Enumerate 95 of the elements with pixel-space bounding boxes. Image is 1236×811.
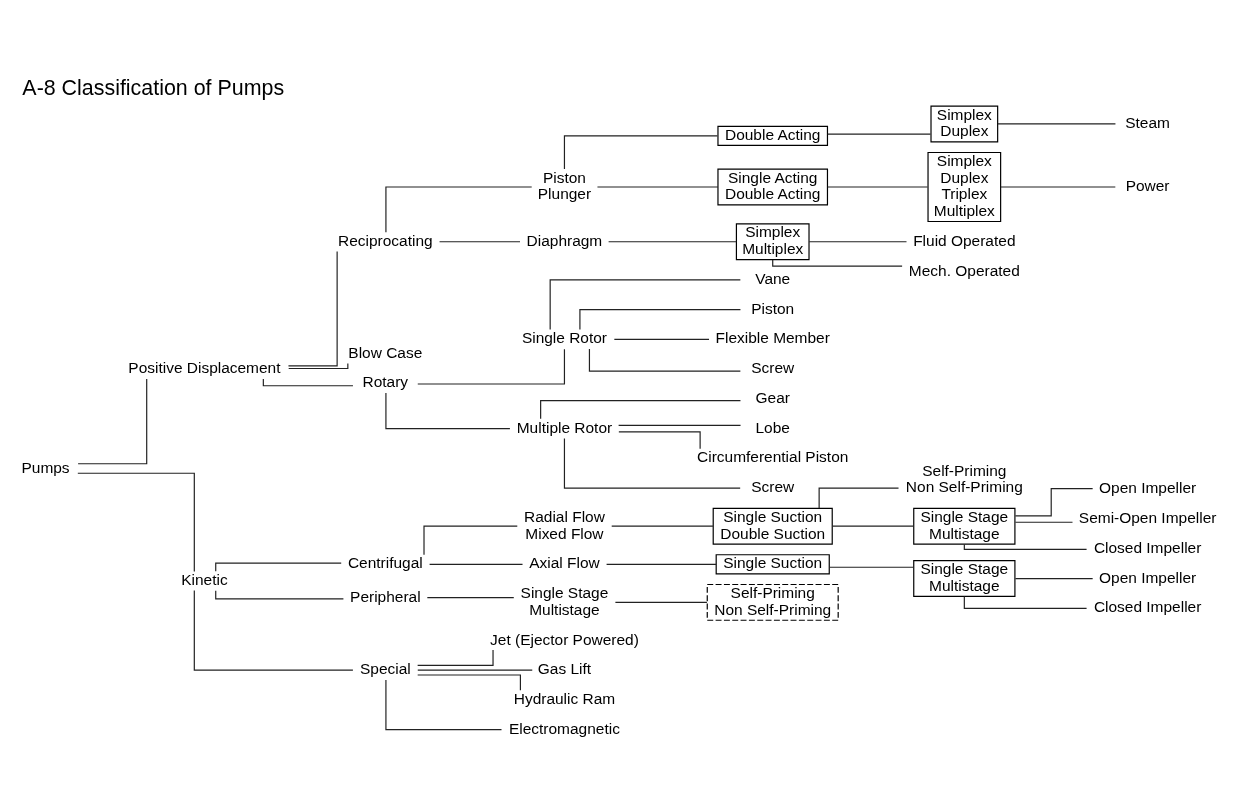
- node-box: Single Stage Multistage: [913, 559, 1016, 597]
- node-box: Simplex Multiplex: [735, 222, 810, 260]
- node-text: Positive Displacement: [128, 358, 281, 376]
- connector: [596, 185, 719, 188]
- node-box: Double Acting: [717, 125, 829, 146]
- node-text: Rotary: [362, 372, 409, 390]
- connector: [827, 132, 932, 135]
- node-box: Single Suction Double Suction: [712, 507, 833, 545]
- node-text: Semi-Open Impeller: [1078, 508, 1217, 526]
- node-text: Centrifugal: [347, 553, 423, 571]
- node-text: Circumferential Piston: [697, 447, 849, 465]
- node-text: Closed Impeller: [1093, 538, 1202, 556]
- node-text: Mech. Operated: [908, 261, 1020, 279]
- connector: [417, 673, 521, 691]
- node-text: Gear: [755, 388, 790, 406]
- connector: [77, 377, 148, 464]
- connector: [1014, 521, 1074, 523]
- connector: [77, 472, 195, 572]
- connector: [1014, 577, 1094, 579]
- node-text: Power: [1125, 176, 1170, 194]
- connector: [417, 648, 494, 666]
- connector: [417, 348, 566, 385]
- connector: [417, 669, 533, 671]
- node-text: Open Impeller: [1099, 568, 1197, 586]
- node-box: Single Stage Multistage: [913, 507, 1016, 545]
- connector: [618, 430, 701, 449]
- connector: [429, 563, 524, 565]
- node-text: Reciprocating: [338, 231, 433, 249]
- node-box: Simplex Duplex Triplex Multiplex: [927, 151, 1002, 222]
- connector: [287, 250, 338, 366]
- node-text: Flexible Member: [715, 328, 830, 346]
- node-text: Kinetic: [181, 570, 228, 588]
- node-text: Steam: [1125, 113, 1170, 131]
- connector: [1014, 487, 1094, 516]
- node-text: Closed Impeller: [1093, 597, 1202, 615]
- node-box: Single Suction: [715, 553, 830, 574]
- connector: [831, 525, 915, 527]
- connector: [215, 589, 344, 599]
- connector: [385, 678, 503, 730]
- node-text: Electromagnetic: [508, 719, 620, 737]
- connector: [997, 122, 1117, 125]
- node-text: Piston: [751, 299, 795, 317]
- node-text: Pumps: [21, 458, 70, 476]
- connector: [215, 562, 342, 572]
- node-text: Hydraulic Ram: [513, 689, 616, 707]
- connector: [606, 563, 717, 565]
- connector: [385, 391, 511, 429]
- node-text: Blow Case: [348, 343, 423, 361]
- node-text: Peripheral: [350, 587, 421, 605]
- node-text: Multiple Rotor: [516, 418, 613, 436]
- node-text: Screw: [751, 358, 795, 376]
- node-text: Axial Flow: [529, 553, 600, 571]
- connector: [385, 185, 533, 233]
- connector: [818, 487, 900, 509]
- node-text: Vane: [755, 269, 791, 287]
- connector: [288, 362, 349, 369]
- connector: [563, 437, 741, 489]
- node-text: Diaphragm: [526, 231, 603, 249]
- node-text: Open Impeller: [1099, 478, 1197, 496]
- node-text: Lobe: [755, 418, 790, 436]
- connector: [613, 338, 710, 340]
- node-text: Self-Priming Non Self-Priming: [905, 461, 1023, 495]
- node-text: Special: [359, 659, 411, 677]
- connector: [540, 399, 742, 419]
- connector: [614, 601, 708, 603]
- node-box: Single Acting Double Acting: [717, 168, 829, 205]
- node-text: Radial Flow Mixed Flow: [524, 507, 605, 542]
- connector: [588, 348, 741, 372]
- connector: [193, 589, 354, 671]
- connector: [829, 566, 915, 568]
- connector: [827, 185, 929, 188]
- diagram-title: A-8 Classification of Pumps: [22, 75, 285, 100]
- connector: [563, 134, 719, 170]
- connector: [963, 543, 1088, 550]
- connector: [808, 240, 908, 242]
- connector: [611, 525, 714, 527]
- connector: [426, 596, 515, 598]
- node-text: Jet (Ejector Powered): [490, 630, 639, 647]
- connector: [608, 240, 737, 242]
- connector: [423, 525, 518, 555]
- connector: [618, 424, 742, 426]
- node-text: Piston Plunger: [537, 168, 592, 202]
- connector: [1000, 185, 1116, 188]
- node-text: Screw: [751, 477, 795, 495]
- connector: [549, 278, 741, 330]
- node-text: Single Stage Multistage: [520, 583, 609, 618]
- node-text: Single Rotor: [521, 328, 608, 346]
- connector: [772, 258, 903, 267]
- connector: [438, 240, 521, 242]
- node-box: Simplex Duplex: [930, 105, 999, 142]
- connector: [579, 308, 742, 330]
- node-text: Fluid Operated: [913, 231, 1016, 249]
- node-text: Gas Lift: [537, 659, 592, 677]
- connector: [963, 595, 1088, 609]
- node-box: Self-Priming Non Self-Priming: [706, 583, 839, 621]
